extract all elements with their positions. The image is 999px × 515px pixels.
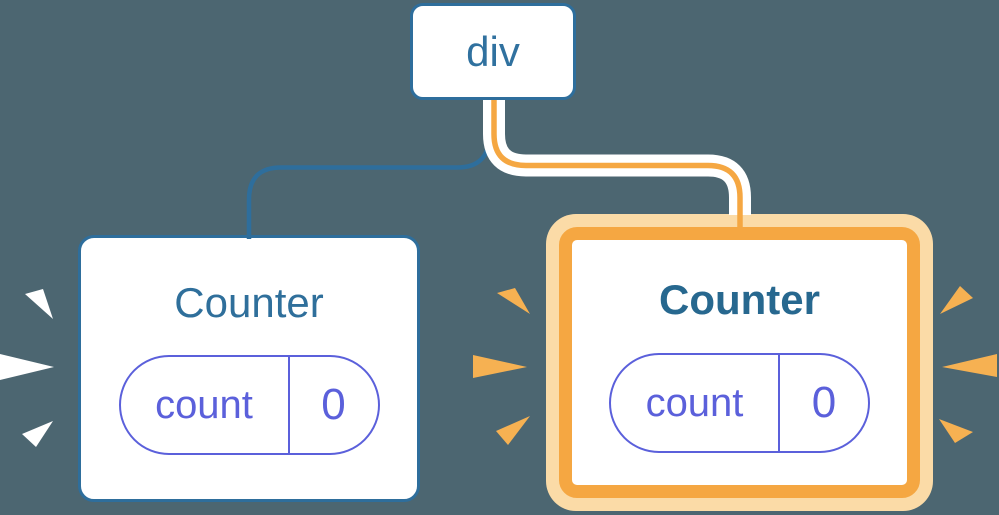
counter-card-right-highlight-ring: Counter count 0 <box>546 214 933 511</box>
edge-div-to-right-counter-casing <box>483 100 751 215</box>
sparkle-orange-right-bottom <box>939 419 973 443</box>
sparkle-orange-left-middle <box>473 355 527 378</box>
sparkle-white-top <box>25 289 53 319</box>
edge-div-to-left-counter <box>246 100 492 239</box>
edge-div-to-right-counter <box>491 100 743 230</box>
sparkle-orange-left-bottom <box>496 416 530 445</box>
sparkle-orange-right-middle <box>942 354 997 377</box>
tree-node-div: div <box>410 3 576 100</box>
state-pill-left-key: count <box>121 357 290 453</box>
sparkle-white-bottom <box>22 421 53 447</box>
counter-card-left: Counter count 0 <box>78 235 420 502</box>
state-pill-right: count 0 <box>609 353 870 453</box>
state-pill-left-value: 0 <box>321 380 346 429</box>
state-pill-right-key: count <box>611 355 780 451</box>
state-pill-right-value: 0 <box>811 378 837 427</box>
counter-card-right-title: Counter <box>659 276 820 323</box>
counter-card-left-title: Counter <box>174 279 324 326</box>
counter-card-right: Counter count 0 <box>559 227 920 498</box>
sparkle-white-middle <box>0 354 54 380</box>
sparkle-orange-right-top <box>940 286 973 314</box>
sparkle-orange-left-top <box>497 288 530 314</box>
tree-node-div-label: div <box>466 27 520 75</box>
state-pill-left: count 0 <box>118 355 380 455</box>
